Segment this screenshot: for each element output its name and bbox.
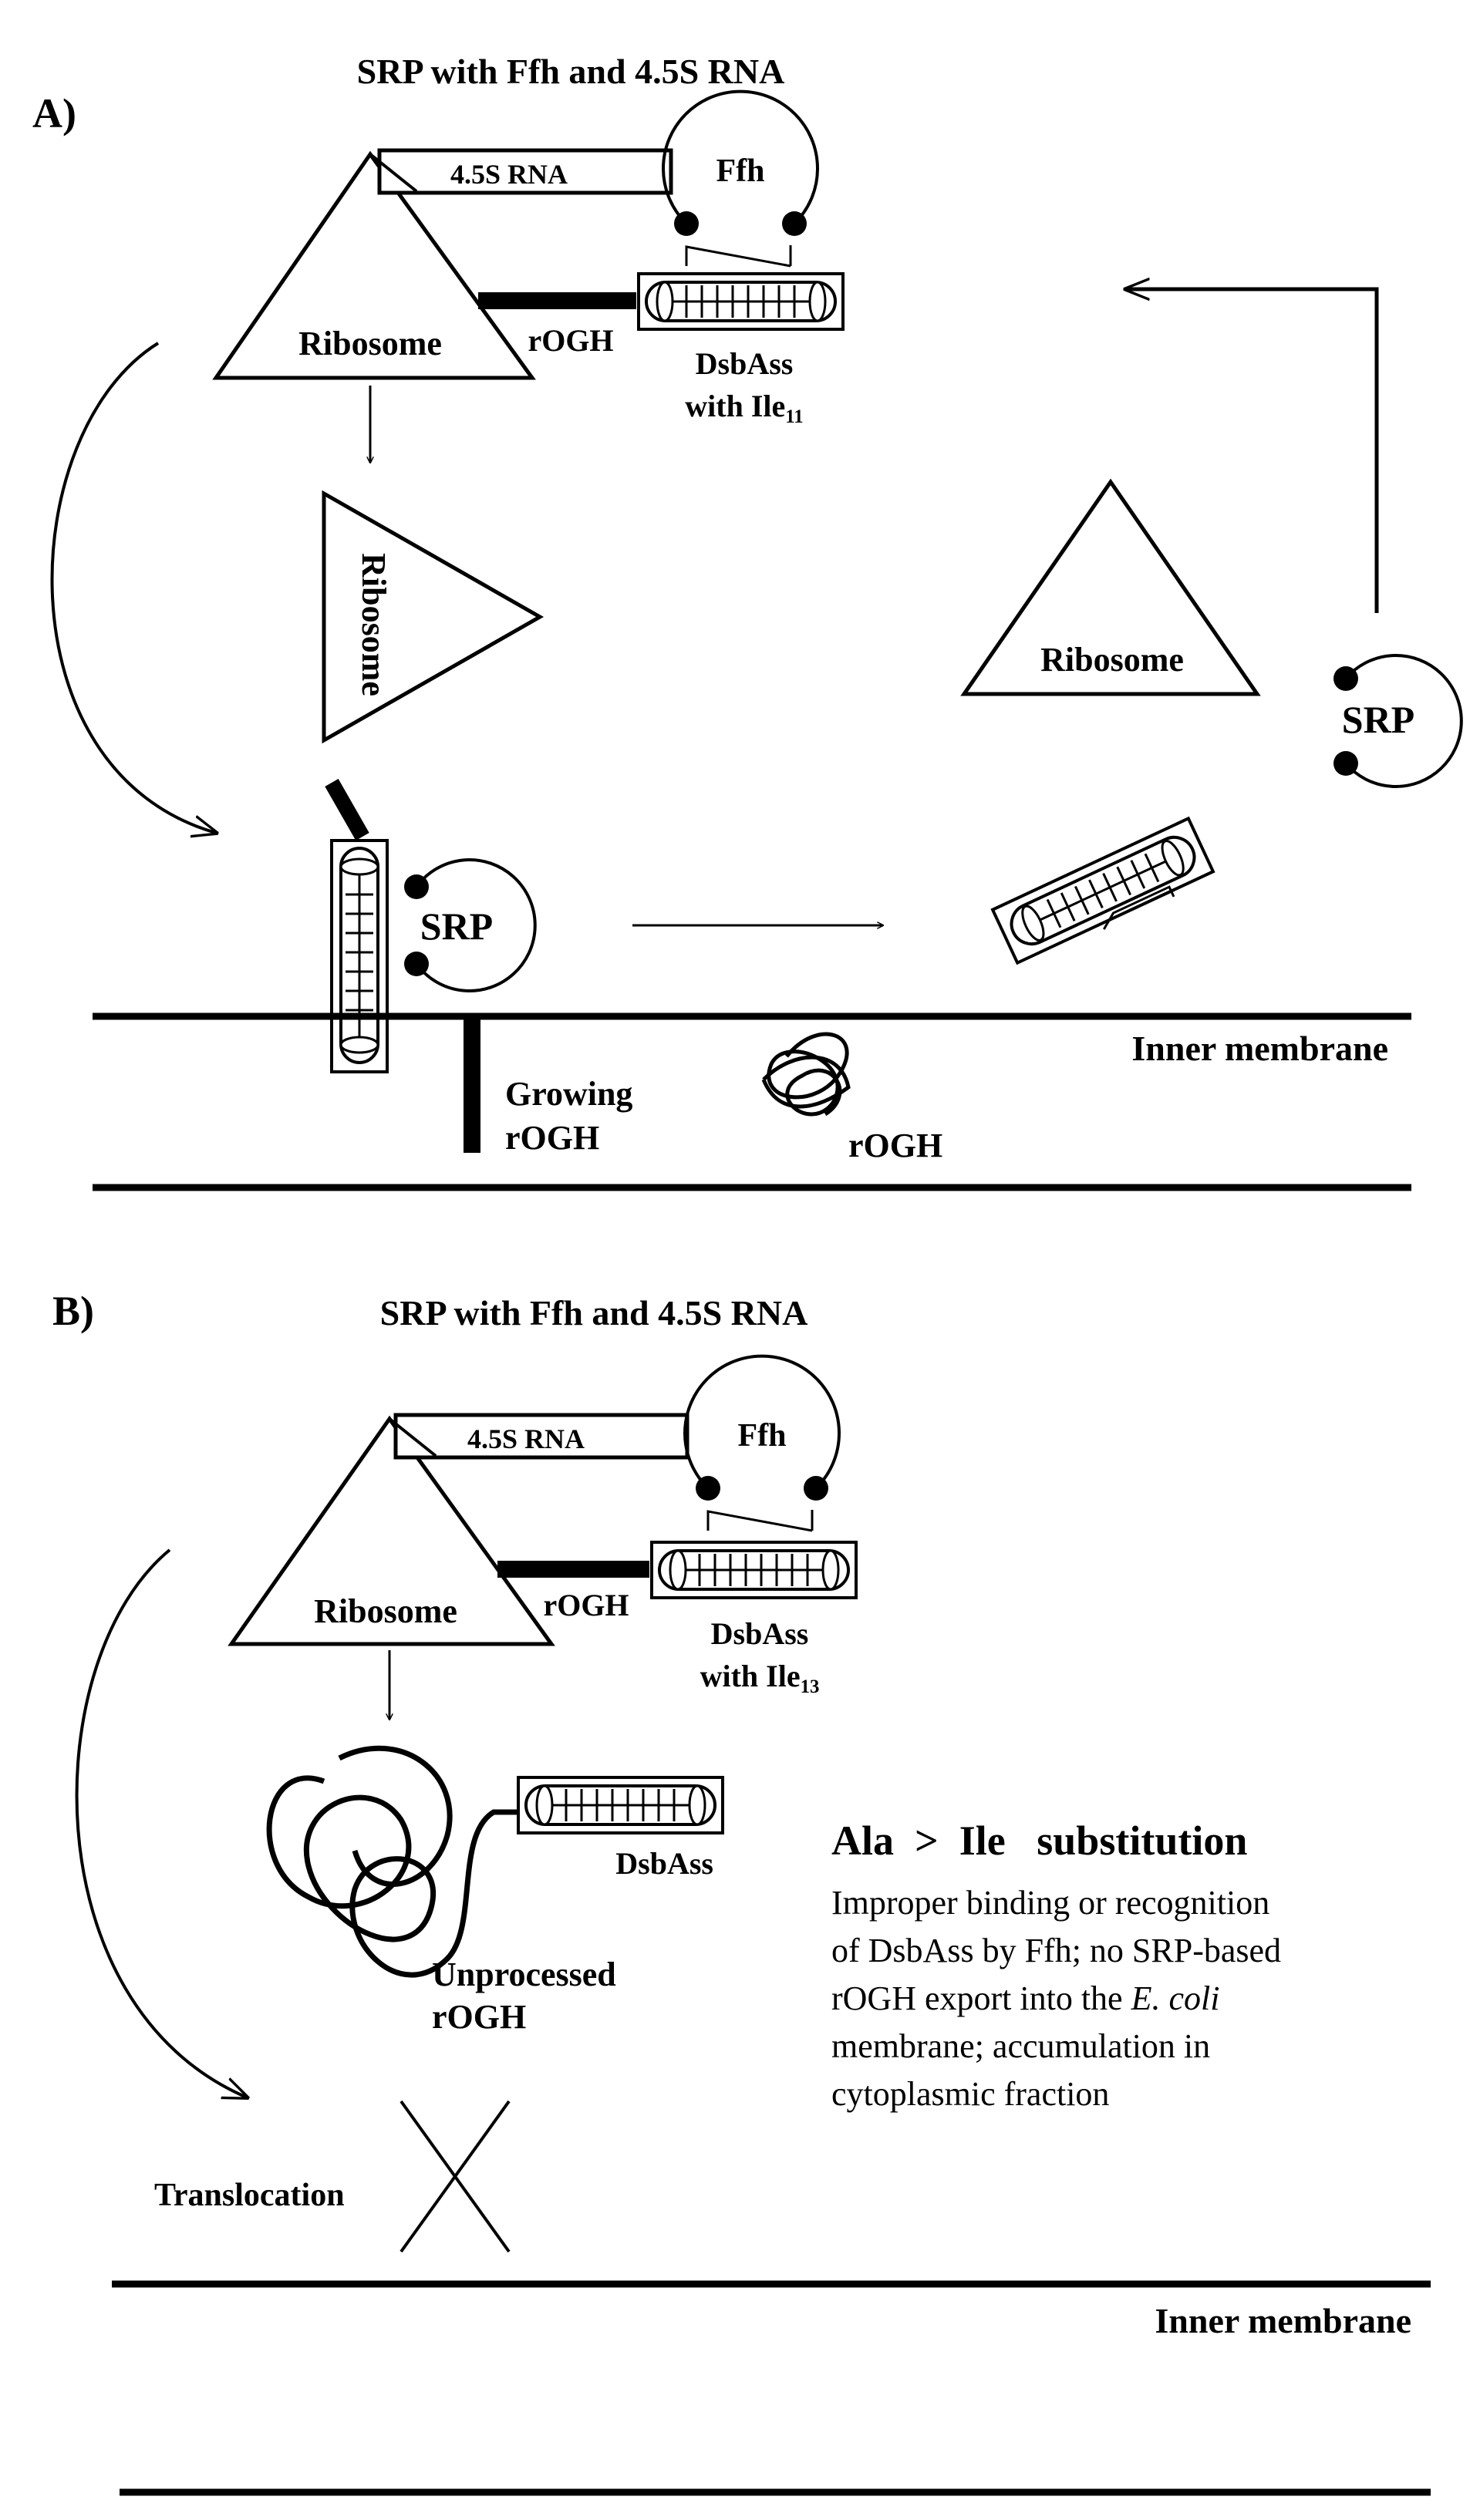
with-ile-label: with Ile11 xyxy=(685,389,803,427)
rna-label-b: 4.5S RNA xyxy=(467,1423,585,1454)
substitution-note: Improper binding or recognition of DsbAs… xyxy=(831,1884,1281,2113)
ffh-arc-b xyxy=(683,1354,841,1490)
ribosome-rotated-triangle xyxy=(322,490,545,744)
unprocessed-label-1: Unprocessed xyxy=(432,1956,616,1993)
panel-a: A) SRP with Ffh and 4.5S RNA Ribosome 4.… xyxy=(32,52,1463,1191)
ffh-arc xyxy=(662,89,819,225)
curved-arrow-left xyxy=(50,342,216,833)
ribosome-right-label: Ribosome xyxy=(1040,641,1184,679)
panel-b-srp-title: SRP with Ffh and 4.5S RNA xyxy=(380,1293,808,1332)
growing-label-2: rOGH xyxy=(505,1119,599,1157)
return-arrow xyxy=(1126,289,1379,613)
dsbass-helix-b2 xyxy=(517,1776,724,1834)
panel-b: B) SRP with Ffh and 4.5S RNA Ribosome 4.… xyxy=(52,1288,1431,2496)
note-line-1: Improper binding or recognition xyxy=(831,1884,1269,1922)
nascent-chain xyxy=(325,779,369,841)
inner-membrane-b-label: Inner membrane xyxy=(1155,2301,1411,2340)
panel-a-label: A) xyxy=(32,90,76,136)
srp-right-label: SRP xyxy=(1342,698,1414,741)
dsbass-helix-released xyxy=(990,816,1215,965)
rna-bar xyxy=(377,148,673,195)
growing-label-1: Growing xyxy=(505,1075,632,1113)
ffh-dot-left xyxy=(674,211,699,236)
note-line-3: rOGH export into the E. coli xyxy=(831,1979,1219,2017)
inner-membrane-a-label: Inner membrane xyxy=(1131,1029,1388,1068)
dsbass-label: DsbAss xyxy=(696,346,794,381)
with-ile-label-b: with Ile13 xyxy=(700,1659,820,1697)
ffh-dot-right xyxy=(782,211,807,236)
ribosome-rotated-label: Ribosome xyxy=(355,553,393,696)
panel-b-label: B) xyxy=(52,1288,94,1334)
ribosome-b-label: Ribosome xyxy=(314,1592,457,1630)
tangled-rogh-b xyxy=(266,1745,517,1978)
unprocessed-label-2: rOGH xyxy=(432,1998,526,2036)
ribosome-b-triangle xyxy=(228,1415,555,1646)
srp-arc xyxy=(415,858,537,992)
dsbass-label-b: DsbAss xyxy=(711,1616,809,1651)
rogh-membrane-label: rOGH xyxy=(848,1127,942,1164)
rna-bar-b xyxy=(393,1413,689,1460)
dsbass-helix-b xyxy=(650,1541,858,1599)
srp-right-arc xyxy=(1344,654,1463,788)
rogh-label-b: rOGH xyxy=(543,1588,629,1622)
note-line-4: membrane; accumulation in xyxy=(831,2027,1210,2065)
ffh-label: Ffh xyxy=(716,153,765,189)
translocation-label: Translocation xyxy=(154,2178,345,2213)
rna-label: 4.5S RNA xyxy=(450,159,568,190)
note-line-2: of DsbAss by Ffh; no SRP-based xyxy=(831,1932,1281,1969)
note-line-5: cytoplasmic fraction xyxy=(831,2075,1109,2113)
ribosome-triangle xyxy=(212,150,536,380)
dsbass-helix xyxy=(637,272,845,331)
ffh-label-b: Ffh xyxy=(738,1418,787,1454)
tangled-rogh-a xyxy=(761,1032,851,1117)
panel-a-srp-title: SRP with Ffh and 4.5S RNA xyxy=(357,52,785,91)
dsbass-helix-vertical xyxy=(330,839,389,1073)
substitution-title: Ala > Ile substitution xyxy=(831,1818,1247,1864)
dsbass-label-b2: DsbAss xyxy=(615,1846,713,1881)
blocked-x xyxy=(400,2100,511,2253)
ribosome-right-triangle xyxy=(960,478,1261,696)
srp-label: SRP xyxy=(420,905,493,948)
curved-arrow-left-b xyxy=(75,1548,247,2097)
rogh-label: rOGH xyxy=(528,323,613,358)
ribosome-label: Ribosome xyxy=(298,325,442,362)
